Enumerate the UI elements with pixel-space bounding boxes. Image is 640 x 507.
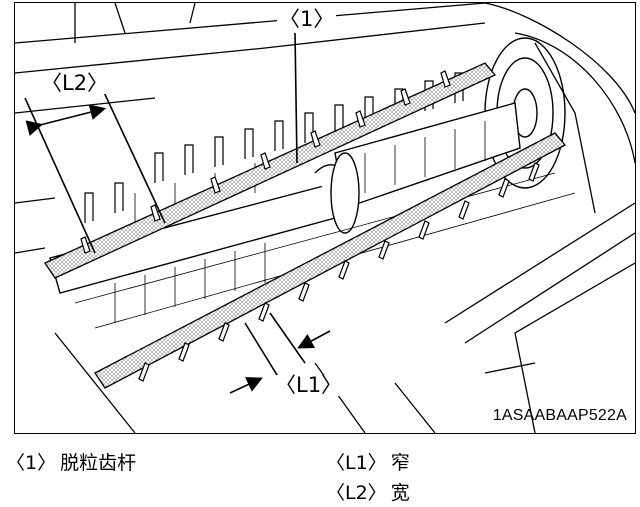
legend: 〈1〉脱粒齿杆 〈L1〉窄 〈L2〉宽 [0, 440, 640, 507]
legend-item-part-1: 〈1〉脱粒齿杆 [6, 448, 136, 475]
threshing-tooth-bar-lower [94, 132, 567, 389]
l1-arrow-in-right [297, 330, 331, 349]
drum-shaft [49, 102, 521, 294]
bar-teeth [80, 70, 540, 382]
callout-length-2: 〈L2〉 [39, 71, 111, 95]
l2-extension-left [24, 97, 96, 254]
threshing-tooth-bar-upper [44, 62, 497, 279]
callout-part-1: 〈1〉 [277, 7, 337, 31]
legend-text: 脱粒齿杆 [60, 452, 137, 474]
housing-lines [15, 3, 635, 433]
legend-item-length-2: 〈L2〉宽 [326, 478, 410, 505]
threshing-drum-illustration [15, 3, 635, 433]
l2-extension-right [94, 72, 166, 224]
legend-item-length-1: 〈L1〉窄 [326, 448, 410, 475]
figure-code: 1ASAABAAP522A [492, 407, 627, 424]
legend-key: 〈L1〉 [326, 452, 387, 474]
legend-key: 〈1〉 [6, 452, 57, 474]
callout-length-1: 〈L1〉 [273, 373, 345, 397]
callout-1-leader [294, 32, 298, 164]
l2-dimension-arrow [25, 104, 107, 136]
legend-text: 窄 [390, 452, 410, 474]
l1-arrow-in-left [229, 377, 263, 394]
l1-extension-right [269, 312, 306, 364]
legend-text: 宽 [390, 482, 410, 504]
diagram-figure: 〈1〉 〈L2〉 〈L1〉 1ASAABAAP522A [14, 2, 636, 434]
legend-key: 〈L2〉 [326, 482, 387, 504]
